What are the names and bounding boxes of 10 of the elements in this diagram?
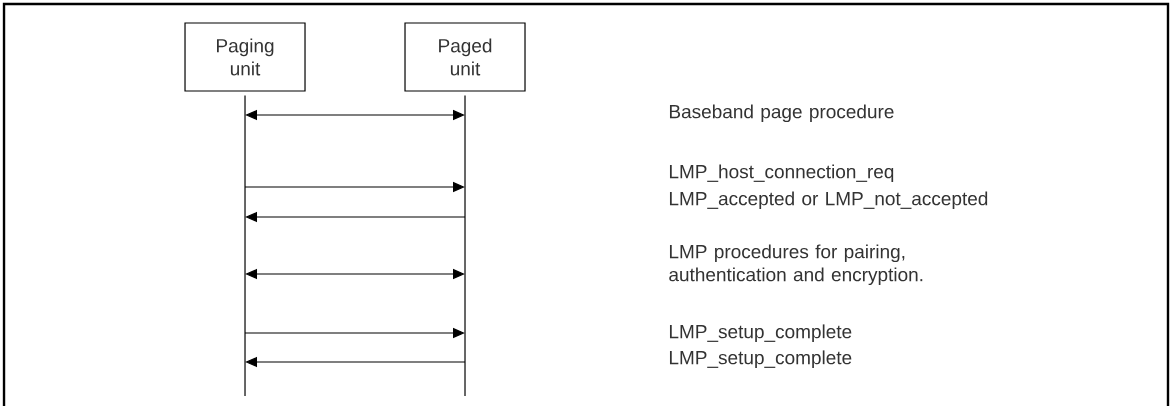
arrow: [245, 109, 465, 121]
arrow: [245, 268, 465, 280]
message-label: LMP_setup_complete: [670, 350, 852, 369]
message-label: LMP_host_connection_req: [670, 164, 894, 183]
message-label: Baseband page procedure: [670, 104, 894, 123]
message-label: LMP_setup_complete: [670, 324, 852, 343]
participant-box: Paging unit: [184, 22, 306, 92]
message-label: LMP procedures for pairing, authentication and encryption.: [669, 244, 923, 286]
participant-box: Paged unit: [404, 22, 526, 92]
message-label: LMP_accepted or LMP_not_accepted: [670, 191, 988, 210]
